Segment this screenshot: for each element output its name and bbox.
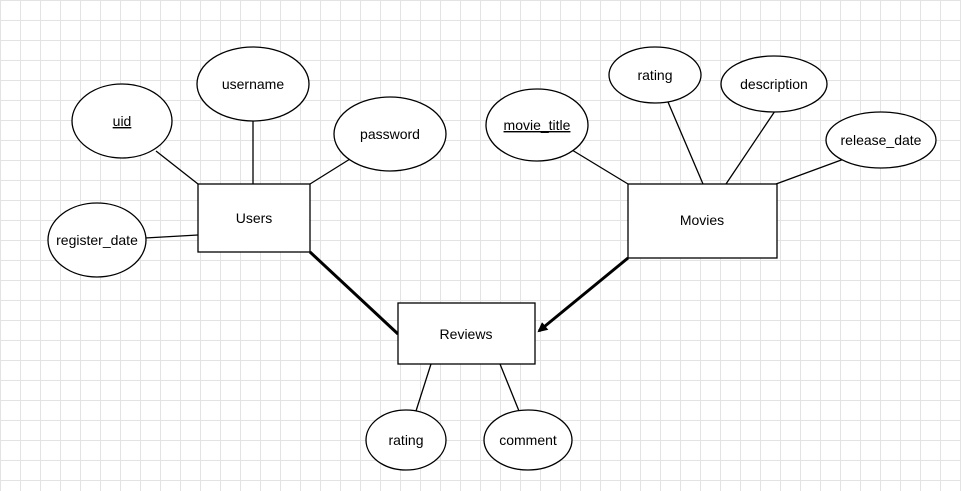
release-date-attribute[interactable]: release_date	[825, 111, 937, 169]
description-attribute[interactable]: description	[720, 55, 828, 113]
reviews-entity-label: Reviews	[440, 326, 493, 342]
username-attribute[interactable]: username	[196, 46, 310, 122]
review-rating-connector	[415, 363, 432, 412]
comment-connector	[499, 363, 520, 412]
register-date-connector	[144, 234, 199, 239]
release-date-label: release_date	[841, 132, 922, 148]
review-rating-attribute[interactable]: rating	[365, 409, 447, 471]
comment-label: comment	[499, 432, 557, 448]
uid-attribute[interactable]: uid	[71, 83, 173, 159]
movie-title-connector	[571, 149, 629, 185]
movies-entity[interactable]: Movies	[627, 183, 778, 259]
movies-entity-label: Movies	[680, 212, 724, 228]
comment-attribute[interactable]: comment	[483, 409, 573, 471]
movie-rating-label: rating	[637, 67, 672, 83]
release-date-connector	[775, 158, 845, 185]
password-label: password	[360, 126, 420, 142]
movie-title-attribute[interactable]: movie_title	[485, 88, 589, 162]
users-entity-label: Users	[236, 210, 273, 226]
movies-reviews-relationship	[537, 256, 629, 333]
users-reviews-relationship	[308, 250, 400, 336]
password-attribute[interactable]: password	[333, 96, 447, 172]
register-date-label: register_date	[56, 232, 138, 248]
username-label: username	[222, 76, 284, 92]
description-connector	[725, 110, 776, 185]
uid-label: uid	[113, 113, 132, 129]
movie-rating-attribute[interactable]: rating	[608, 46, 702, 104]
reviews-entity[interactable]: Reviews	[397, 302, 536, 365]
users-entity[interactable]: Users	[197, 183, 311, 253]
description-label: description	[740, 76, 808, 92]
movie-title-label: movie_title	[504, 117, 571, 133]
register-date-attribute[interactable]: register_date	[47, 202, 147, 278]
movie-rating-connector	[667, 101, 704, 185]
uid-connector	[155, 150, 199, 185]
review-rating-label: rating	[388, 432, 423, 448]
password-connector	[309, 158, 351, 185]
